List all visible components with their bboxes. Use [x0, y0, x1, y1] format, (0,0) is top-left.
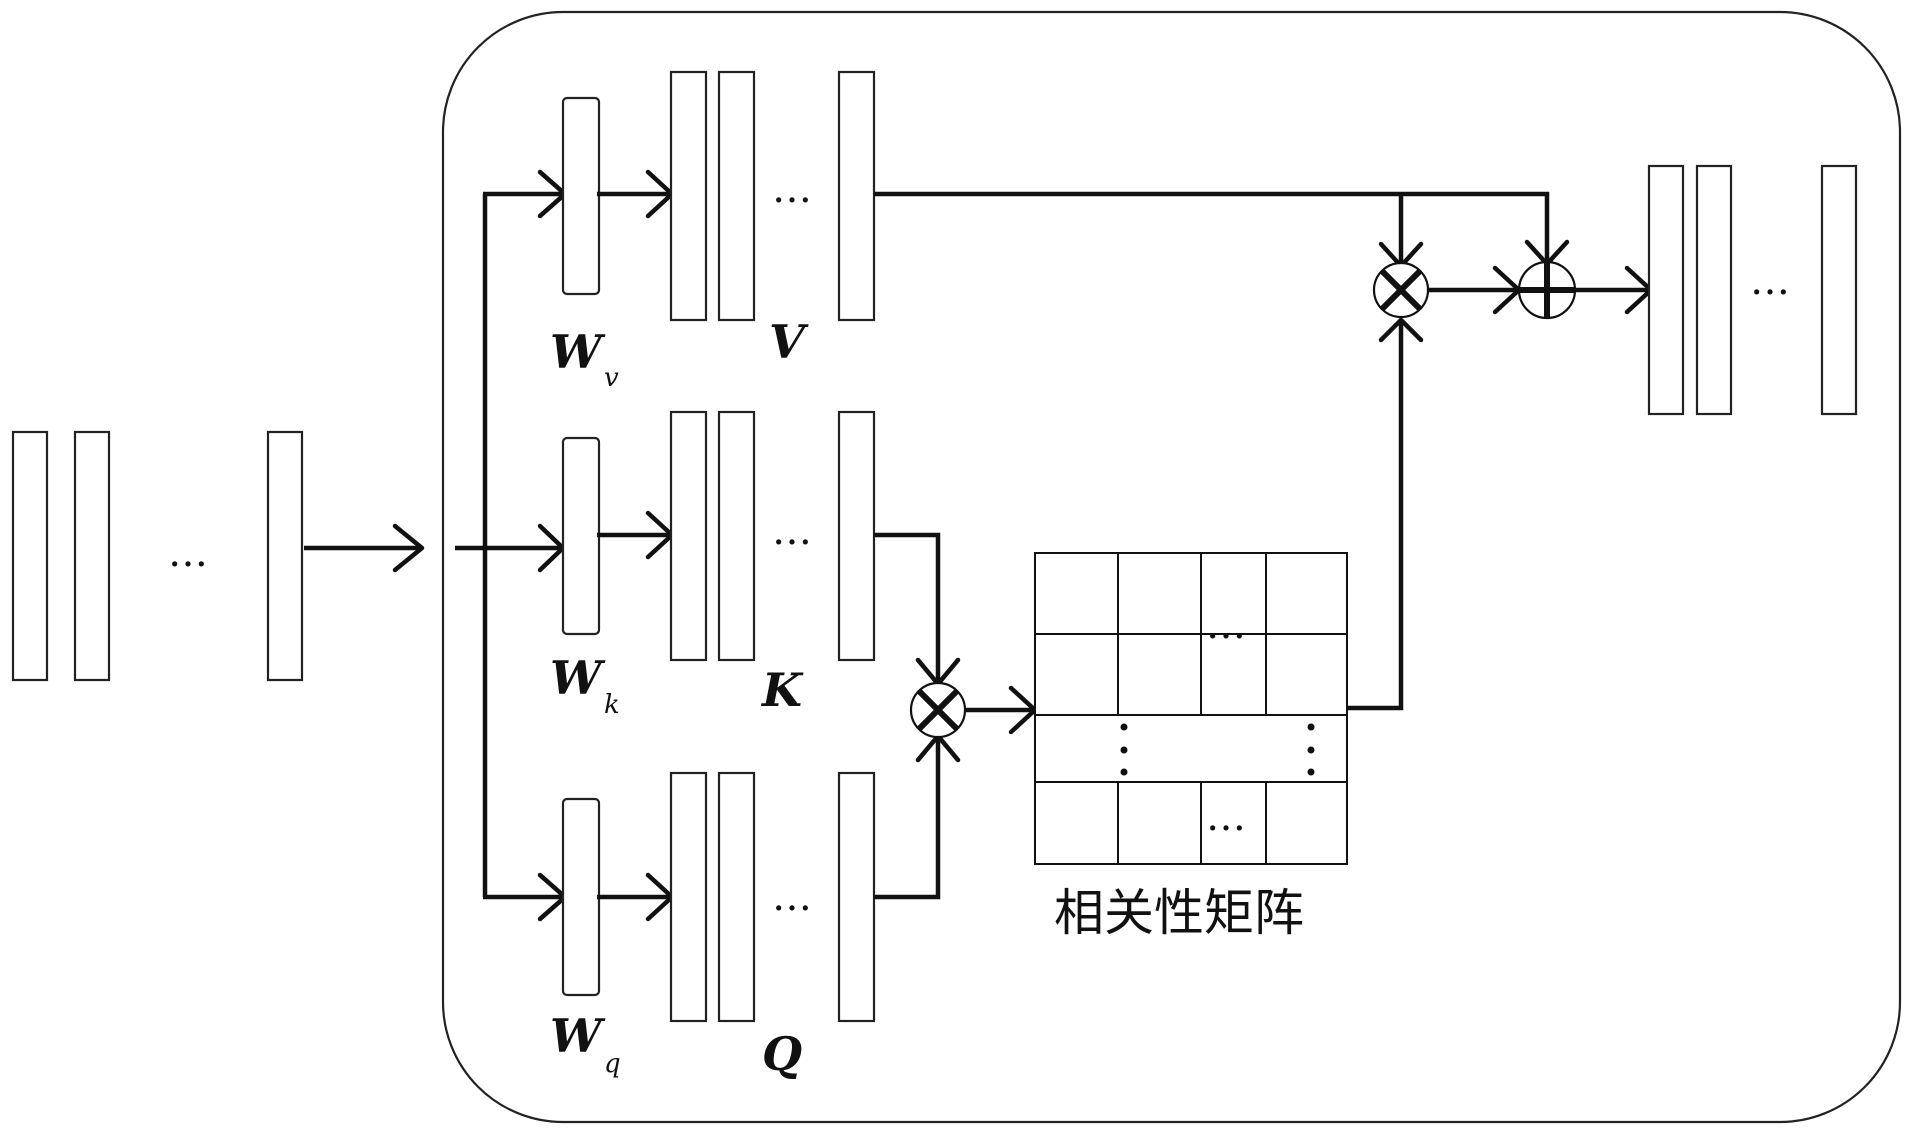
key-row: … W k K	[550, 410, 876, 720]
wk-subscript: k	[604, 690, 620, 720]
query-row: … W q Q	[550, 771, 876, 1081]
input-arrow-head	[392, 523, 425, 573]
v-vector-1	[669, 70, 708, 322]
matrix-coln-vertical-dots	[1307, 723, 1315, 776]
q-label: Q	[762, 1027, 802, 1081]
k-label: K	[760, 663, 804, 717]
residual-add-node	[1517, 260, 1577, 320]
input-vector-n	[266, 430, 304, 682]
q-to-mult-path	[874, 738, 941, 900]
v-ellipsis: …	[772, 166, 812, 212]
weighted-multiply-node	[1372, 261, 1430, 319]
output-vector-2	[1695, 164, 1733, 416]
attention-module-frame	[441, 10, 1902, 1124]
v-vector-n	[837, 70, 876, 322]
matrix-to-mult2-head	[1378, 317, 1424, 343]
output-sequence: …	[1647, 164, 1858, 416]
wq-subscript: q	[604, 1049, 621, 1079]
wq-weight-box	[561, 797, 601, 997]
wq-label: W	[550, 1009, 606, 1063]
wk-label: W	[550, 651, 606, 705]
k-to-mult-path	[874, 532, 941, 682]
matrix-rown-ellipsis: …	[1206, 794, 1246, 840]
matrix-row1-ellipsis: …	[1206, 602, 1246, 648]
v-label: V	[769, 315, 809, 369]
value-row: … W v V	[550, 70, 876, 393]
output-ellipsis: …	[1750, 258, 1790, 304]
input-vector-2	[73, 430, 111, 682]
kq-multiply-node	[909, 681, 967, 739]
matrix-to-mult2-path	[1347, 322, 1404, 711]
output-vector-1	[1647, 164, 1685, 416]
q-vector-2	[717, 771, 756, 1023]
correlation-matrix: … …	[1034, 552, 1348, 865]
wv-weight-box	[561, 96, 601, 296]
wk-weight-box	[561, 436, 601, 636]
input-sequence: …	[11, 430, 304, 682]
wv-label: W	[550, 325, 606, 379]
matrix-col1-vertical-dots	[1120, 723, 1128, 776]
output-vector-n	[1820, 164, 1858, 416]
k-vector-n	[837, 410, 876, 662]
correlation-matrix-caption: 相关性矩阵	[1054, 884, 1304, 942]
q-vector-n	[837, 771, 876, 1023]
input-vector-1	[11, 430, 49, 682]
v-vector-2	[717, 70, 756, 322]
input-ellipsis: …	[168, 530, 208, 576]
q-vector-1	[669, 771, 708, 1023]
q-ellipsis: …	[772, 874, 812, 920]
k-vector-2	[717, 410, 756, 662]
k-vector-1	[669, 410, 708, 662]
wv-subscript: v	[604, 363, 619, 393]
k-ellipsis: …	[772, 508, 812, 554]
